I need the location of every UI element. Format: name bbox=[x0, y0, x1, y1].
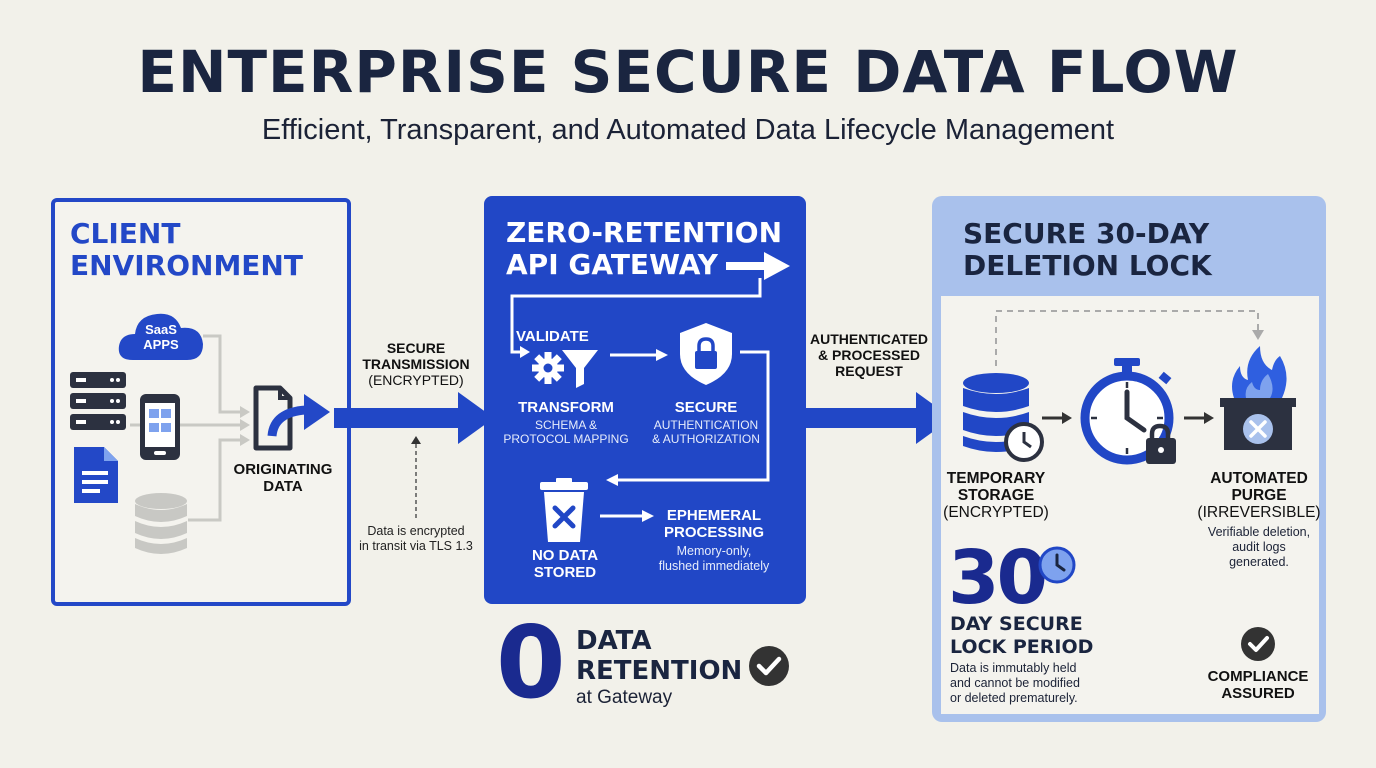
client-title: CLIENT ENVIRONMENT bbox=[70, 217, 303, 282]
encryption-note: Data is encrypted in transit via TLS 1.3 bbox=[359, 524, 473, 553]
thirty-day-number: 30 bbox=[948, 535, 1048, 621]
database-icon bbox=[135, 493, 187, 554]
automated-purge-label: AUTOMATED PURGE (IRREVERSIBLE) bbox=[1197, 470, 1321, 521]
ephemeral-description: Memory-only, flushed immediately bbox=[658, 544, 770, 573]
gear-icon bbox=[532, 352, 564, 384]
zero-retention-number: 0 bbox=[496, 604, 566, 721]
saas-apps-label: SaaS APPS bbox=[143, 322, 179, 352]
check-circle-icon bbox=[749, 646, 789, 686]
server-icon bbox=[70, 372, 126, 430]
page-subtitle: Efficient, Transparent, and Automated Da… bbox=[261, 114, 1115, 146]
processed-request-label: AUTHENTICATED & PROCESSED REQUEST bbox=[810, 331, 928, 379]
deletion-lock-title: SECURE 30-DAY DELETION LOCK bbox=[963, 217, 1212, 282]
funnel-icon bbox=[562, 350, 598, 388]
mobile-icon bbox=[140, 394, 180, 460]
compliance-check-icon bbox=[1241, 627, 1275, 661]
file-export-icon bbox=[253, 385, 330, 451]
transmission-arrow bbox=[334, 392, 494, 444]
shield-lock-icon bbox=[680, 323, 732, 385]
lock-period-label: DAY SECURE LOCK PERIOD bbox=[950, 613, 1094, 658]
lock-period-description: Data is immutably held and cannot be mod… bbox=[950, 661, 1080, 705]
gateway-title: ZERO-RETENTION API GATEWAY bbox=[506, 216, 783, 281]
transform-description: SCHEMA & PROTOCOL MAPPING bbox=[503, 418, 629, 446]
validate-label: VALIDATE bbox=[516, 328, 589, 345]
secure-description: AUTHENTICATION & AUTHORIZATION bbox=[652, 418, 760, 446]
secure-transmission-label: SECURE TRANSMISSION (ENCRYPTED) bbox=[362, 340, 470, 388]
temporary-storage-label: TEMPORARY STORAGE (ENCRYPTED) bbox=[943, 470, 1049, 521]
transform-label: TRANSFORM bbox=[518, 399, 614, 416]
trash-x-icon bbox=[540, 478, 588, 542]
data-retention-label: DATA RETENTION bbox=[576, 626, 743, 686]
cloud-icon bbox=[118, 313, 203, 360]
secure-label: SECURE bbox=[674, 399, 738, 416]
originating-data-label: ORIGINATING DATA bbox=[233, 461, 333, 495]
retention-scope: at Gateway bbox=[576, 687, 673, 708]
note-connector bbox=[411, 436, 421, 518]
stopwatch-lock-icon bbox=[1080, 358, 1176, 465]
no-data-stored-label: NO DATA STORED bbox=[531, 547, 599, 581]
purge-description: Verifiable deletion, audit logs generate… bbox=[1207, 525, 1311, 569]
storage-clock-icon bbox=[963, 373, 1044, 462]
compliance-assured-label: COMPLIANCE ASSURED bbox=[1207, 668, 1309, 702]
page-title: ENTERPRISE SECURE DATA FLOW bbox=[137, 38, 1239, 106]
ephemeral-processing-label: EPHEMERAL PROCESSING bbox=[663, 507, 765, 541]
document-icon bbox=[74, 447, 118, 503]
clock-icon bbox=[1038, 546, 1076, 584]
incinerator-icon bbox=[1220, 346, 1296, 450]
